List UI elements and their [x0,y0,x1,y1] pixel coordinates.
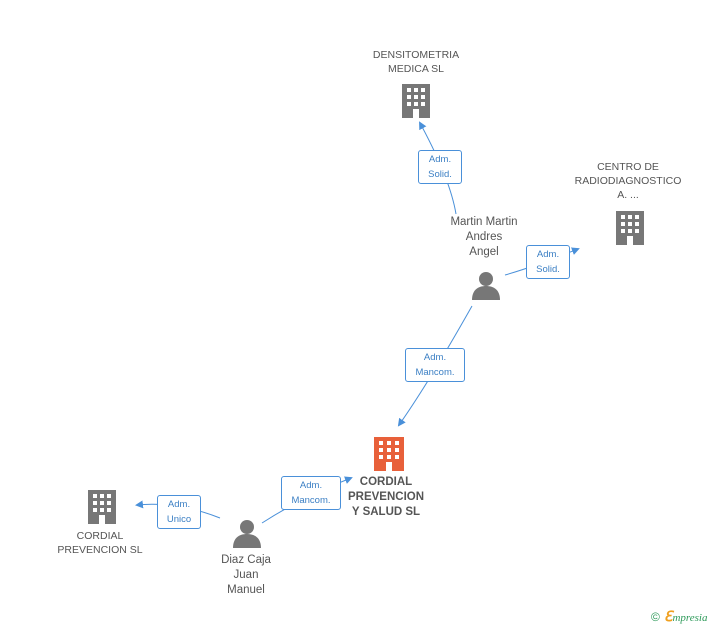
person-icon [233,520,261,548]
node-label-line: Diaz Caja [221,554,271,566]
node-label-line: A. ... [617,189,639,201]
edge-badge-line: Mancom. [415,367,455,378]
edge-badge-diaz-cordial[interactable]: Adm. Mancom. [281,476,341,510]
edge-badge-martin-cordial[interactable]: Adm. Mancom. [405,348,465,382]
main-building-icon [374,437,404,471]
edge-badge-line: Adm. [536,249,560,260]
building-icon [402,84,430,118]
edge-badge-line: Mancom. [291,495,331,506]
edge-badge-line: Solid. [428,169,452,180]
node-label-line: Manuel [227,584,265,596]
node-label-cordial-main[interactable]: CORDIAL PREVENCION Y SALUD SL [340,475,432,520]
empresia-logo[interactable]: ©ℇmpresia [651,609,708,626]
edge-badge-line: Adm. [167,499,191,510]
node-label-line: CORDIAL [359,476,413,488]
node-label-line: DENSITOMETRIA [372,49,460,61]
edge-badge-diaz-cordial-prev[interactable]: Adm. Unico [157,495,201,529]
building-icon [88,490,116,524]
edge-badge-martin-densitometria[interactable]: Adm. Solid. [418,150,462,184]
node-label-martin[interactable]: Martin Martin Andres Angel [438,215,530,260]
edge-badge-line: Adm. [299,480,323,491]
edge-badge-line: Adm. [423,352,447,363]
node-label-line: Juan [233,569,259,581]
edge-badge-line: Unico [166,514,192,525]
edge-badge-line: Solid. [536,264,560,275]
node-label-line: PREVENCION [347,491,425,503]
node-label-line: Martin Martin [450,216,518,228]
node-label-line: MEDICA SL [387,63,445,75]
node-label-diaz[interactable]: Diaz Caja Juan Manuel [206,553,286,598]
brand-name: mpresia [672,612,708,624]
node-label-densitometria[interactable]: DENSITOMETRIA MEDICA SL [364,48,468,76]
node-label-cordial-prev[interactable]: CORDIAL PREVENCION SL [48,529,152,557]
building-icon [616,211,644,245]
node-label-line: Angel [469,246,499,258]
copyright-icon: © [651,610,660,624]
node-label-centro[interactable]: CENTRO DE RADIODIAGNOSTICO A. ... [568,160,688,202]
node-label-line: CENTRO DE [597,161,659,173]
brand-e: ℇ [663,610,673,625]
node-label-line: CORDIAL [76,530,124,542]
node-label-line: RADIODIAGNOSTICO [574,175,682,187]
node-label-line: PREVENCION SL [57,544,143,556]
person-icon [472,272,500,300]
node-label-line: Andres [465,231,503,243]
edge-badge-line: Adm. [428,154,452,165]
node-label-line: Y SALUD SL [351,506,421,518]
edge-badge-martin-centro[interactable]: Adm. Solid. [526,245,570,279]
